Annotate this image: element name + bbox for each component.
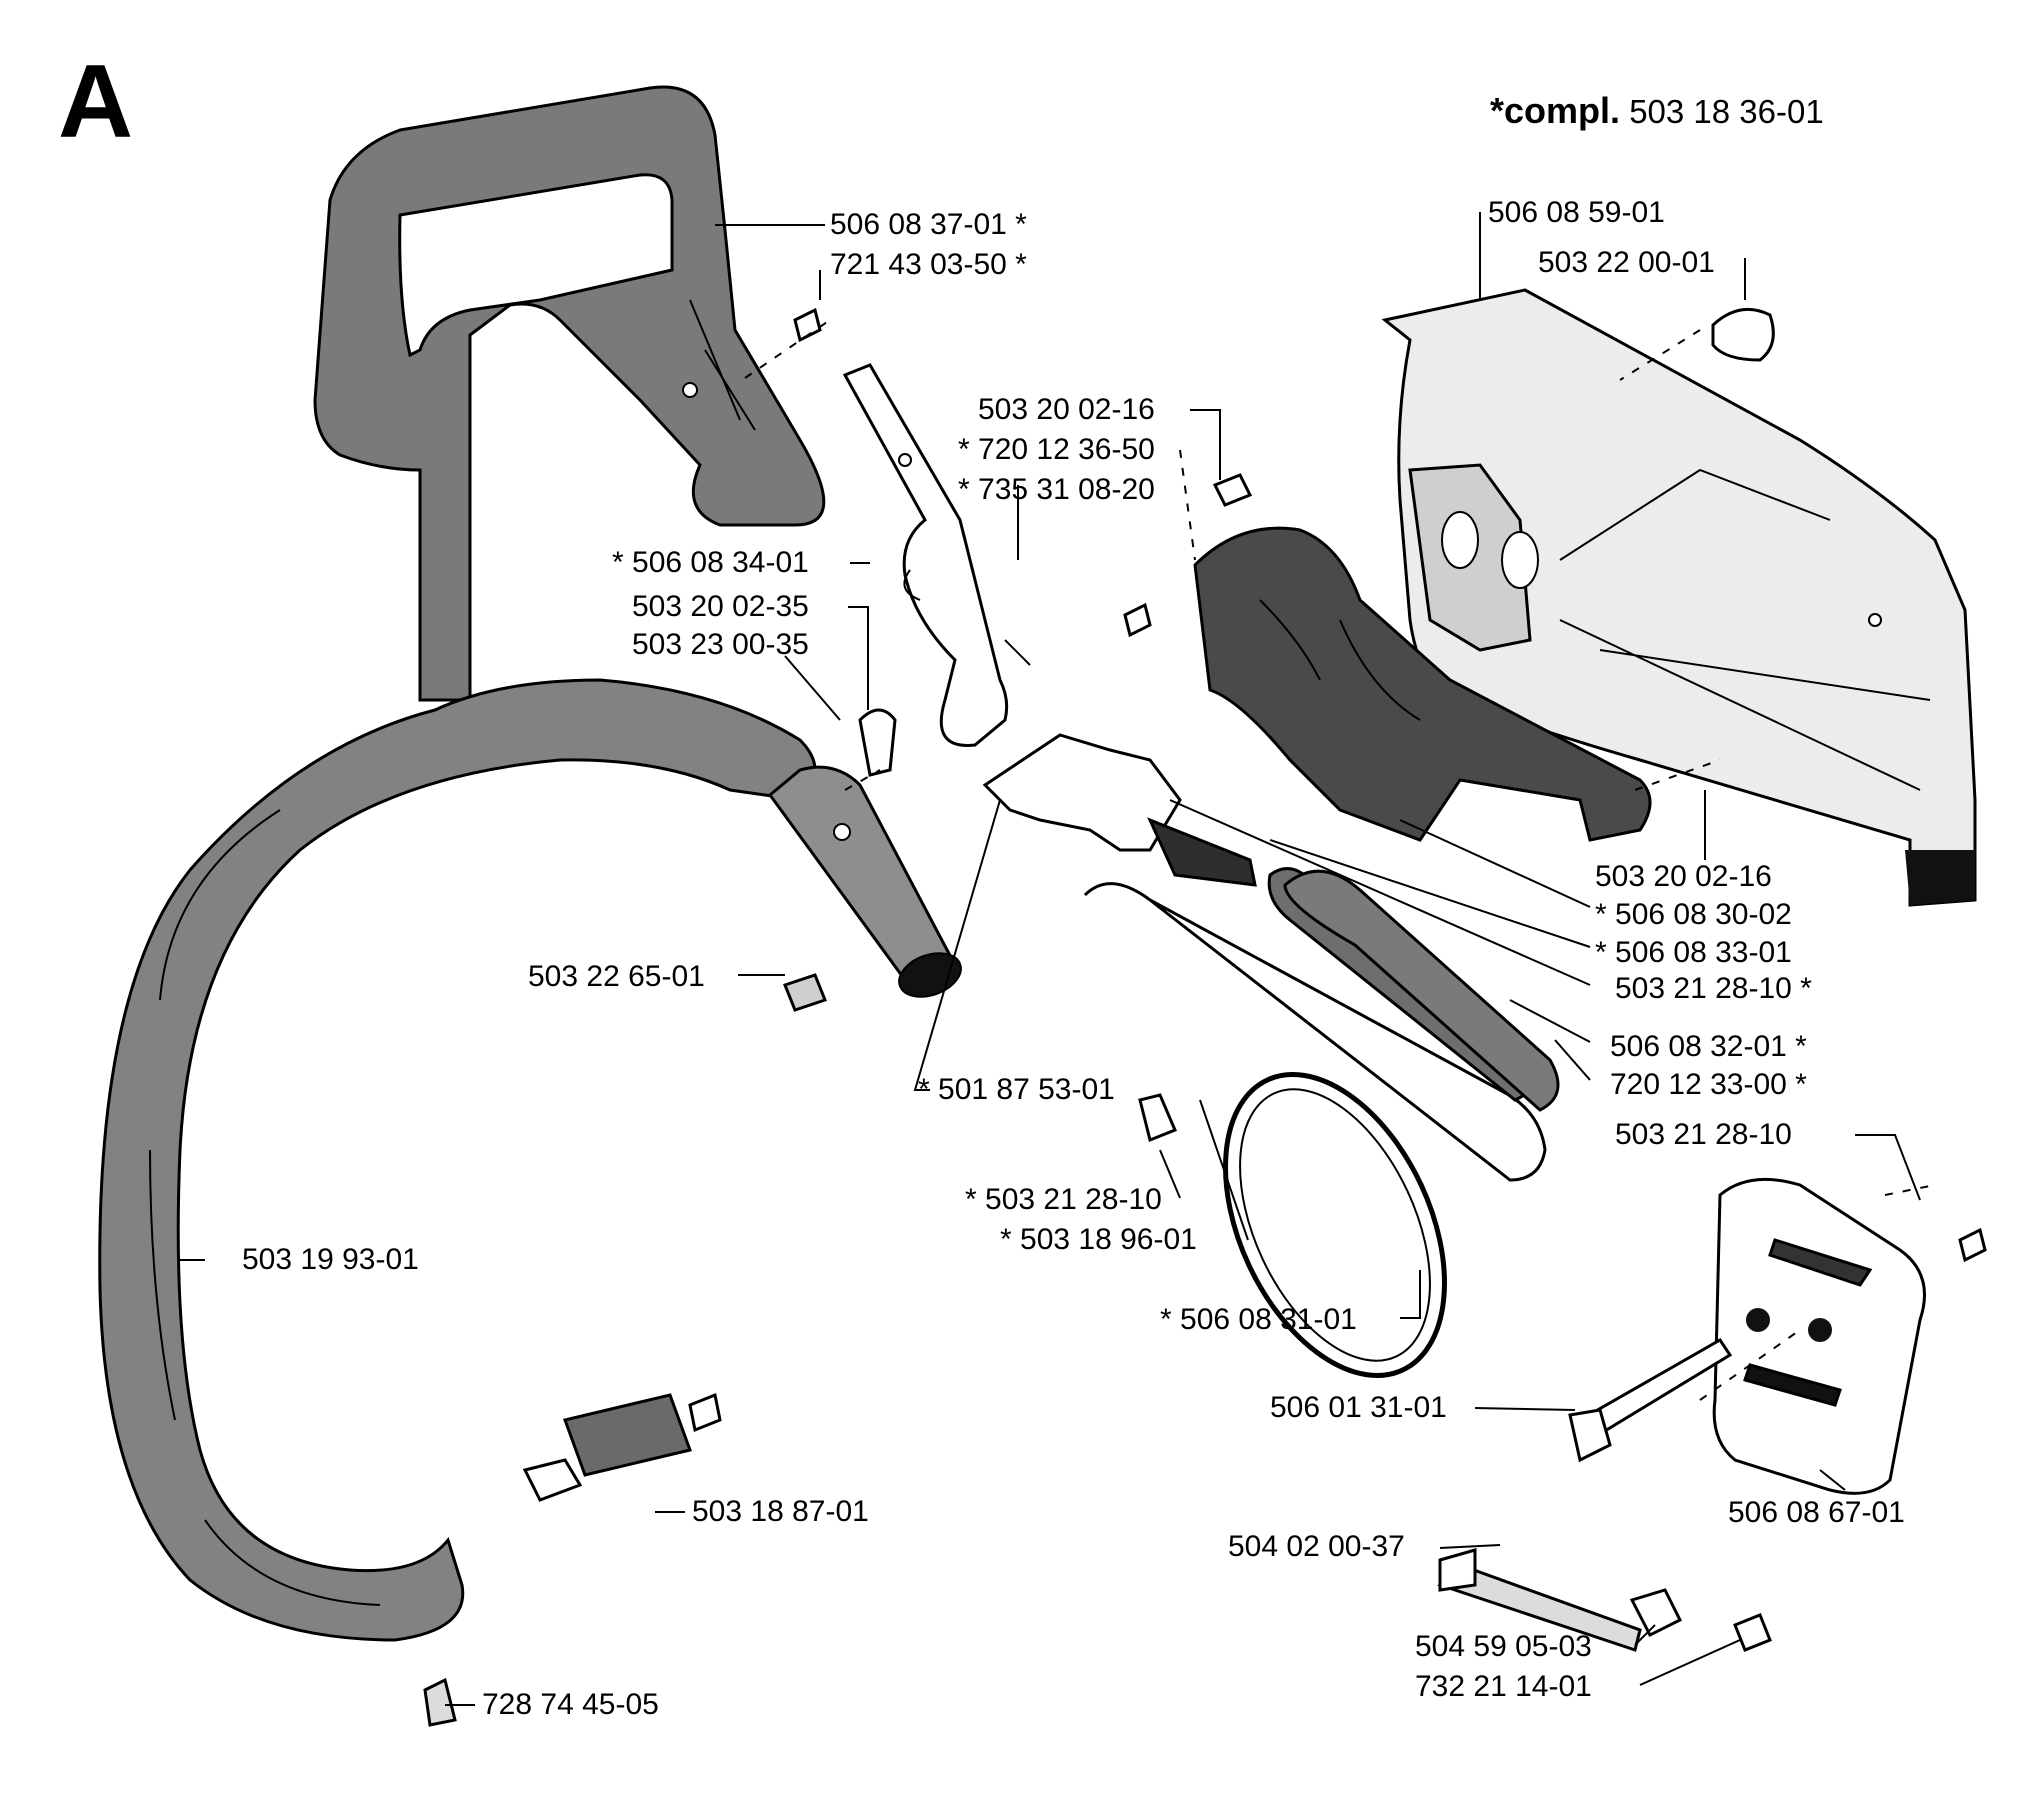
tensioner-bolt: [1568, 1338, 1733, 1463]
bar-stud: [1437, 1548, 1642, 1652]
complete-assembly-note: *compl. 503 18 36-01: [1490, 90, 1824, 132]
part-label: 503 20 02-35: [632, 590, 809, 623]
part-label: 728 74 45-05: [482, 1688, 659, 1721]
av-spring: [522, 1392, 722, 1502]
part-label: * 506 08 33-01: [1595, 936, 1792, 969]
brake-actuator: [982, 733, 1257, 887]
part-label: 506 08 32-01 *: [1610, 1030, 1807, 1063]
rubber-spring: [1283, 869, 1560, 1112]
part-label: 503 22 65-01: [528, 960, 705, 993]
part-label: 503 19 93-01: [242, 1243, 419, 1276]
part-label: 721 43 03-50 *: [830, 248, 1027, 281]
part-label: * 735 31 08-20: [958, 473, 1155, 506]
part-label: 503 22 00-01: [1538, 246, 1715, 279]
part-label: * 506 08 30-02: [1595, 898, 1792, 931]
part-label: 504 02 00-37: [1228, 1530, 1405, 1563]
part-label: * 720 12 36-50: [958, 433, 1155, 466]
compl-prefix: *compl.: [1490, 90, 1621, 131]
part-label: 503 18 87-01: [692, 1495, 869, 1528]
assembly-lines: [744, 319, 1936, 1401]
part-label: 506 08 67-01: [1728, 1496, 1905, 1529]
part-label: * 503 18 96-01: [1000, 1223, 1197, 1256]
part-label: * 503 21 28-10: [965, 1183, 1162, 1216]
part-label: 506 08 59-01: [1488, 196, 1665, 229]
part-label: 720 12 33-00 *: [1610, 1068, 1807, 1101]
brake-housing: [1193, 526, 1652, 842]
part-label: 503 23 00-35: [632, 628, 809, 661]
part-label: * 506 08 31-01: [1160, 1303, 1357, 1336]
small-parts: [423, 307, 1987, 1727]
chain-brake-lever: [842, 363, 1031, 747]
part-label: 506 08 37-01 *: [830, 208, 1027, 241]
part-label: 503 21 28-10 *: [1615, 972, 1812, 1005]
part-label: 503 21 28-10: [1615, 1118, 1792, 1151]
part-label: 506 01 31-01: [1270, 1391, 1447, 1424]
part-label: 504 59 05-03: [1415, 1630, 1592, 1663]
front-handle: [98, 678, 962, 1642]
clutch-cover: [1381, 288, 1977, 907]
leader-lines: [178, 212, 1921, 1706]
section-letter: A: [58, 44, 134, 160]
rear-handle: [313, 85, 826, 702]
part-label: * 501 87 53-01: [918, 1073, 1115, 1106]
part-label: 503 20 02-16: [978, 393, 1155, 426]
compl-number: 503 18 36-01: [1629, 93, 1824, 130]
part-label: * 506 08 34-01: [612, 546, 809, 579]
bar-plate: [1712, 1177, 1926, 1495]
part-label: 503 20 02-16: [1595, 860, 1772, 893]
part-label: 732 21 14-01: [1415, 1670, 1592, 1703]
